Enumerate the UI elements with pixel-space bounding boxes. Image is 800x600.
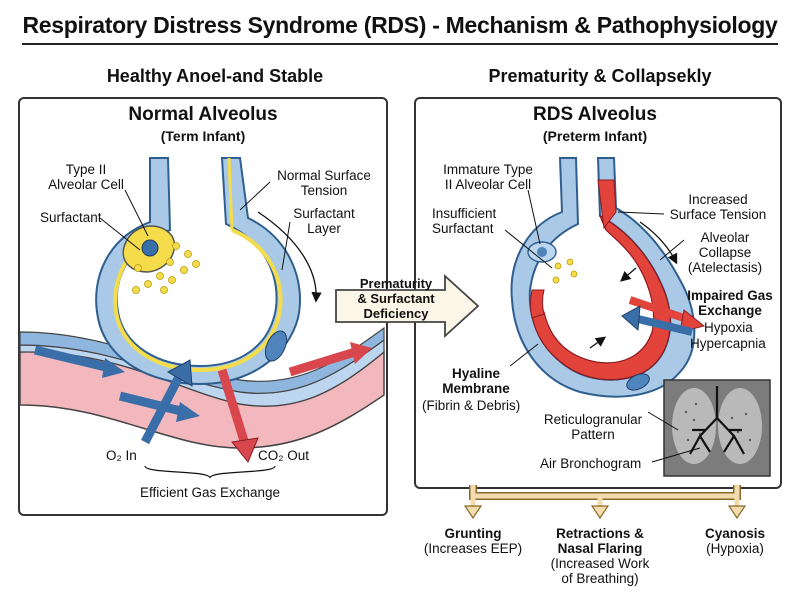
outcome-grunting: Grunting (Increases EEP) (423, 526, 523, 556)
hypoxia-label: Hypoxia (704, 320, 753, 335)
flow-arrow-icon (33, 345, 112, 373)
air-bronchogram-label: Air Bronchogram (540, 456, 642, 471)
surfactant-label: Surfactant (40, 210, 102, 225)
transition-arrow-icon (335, 273, 480, 339)
rds-panel-subtitle: (Preterm Infant) (542, 128, 648, 144)
o2-in-label: O₂ In (106, 448, 137, 463)
brace (144, 465, 276, 479)
co2-out-label: CO₂ Out (258, 448, 310, 463)
rds-alveolus (510, 157, 696, 398)
left-heading: Healthy Anoel-and Stable (106, 66, 324, 86)
right-heading: Prematurity & Collapsekly (488, 66, 712, 86)
o2-arrow-icon (141, 372, 184, 445)
hypercapnia-label: Hypercapnia (690, 336, 766, 351)
co2-arrow-icon (217, 368, 250, 446)
outcome-cyanosis: Cyanosis (Hypoxia) (704, 526, 766, 556)
co2-retention-arrow-icon (628, 296, 692, 324)
chest-xray-image (663, 379, 771, 477)
normal-panel-subtitle: (Term Infant) (160, 128, 246, 144)
fibrin-debris-label: (Fibrin & Debris) (422, 398, 521, 413)
insufficient-surfactant-dots (552, 258, 578, 284)
capillary-vessel (19, 326, 385, 449)
surfactant-dots (132, 242, 200, 294)
rds-panel-title: RDS Alveolus (533, 104, 657, 125)
o2-block-arrow-icon (633, 314, 693, 336)
normal-alveolus (95, 157, 301, 386)
normal-panel-title: Normal Alveolus (128, 104, 278, 125)
outcome-retractions: Retractions & Nasal Flaring (Increased W… (550, 526, 650, 586)
page-title: Respiratory Distress Syndrome (RDS) - Me… (22, 12, 778, 38)
title-divider (22, 43, 778, 45)
efficient-exchange-label: Efficient Gas Exchange (139, 485, 281, 500)
outcome-branches (463, 485, 747, 520)
